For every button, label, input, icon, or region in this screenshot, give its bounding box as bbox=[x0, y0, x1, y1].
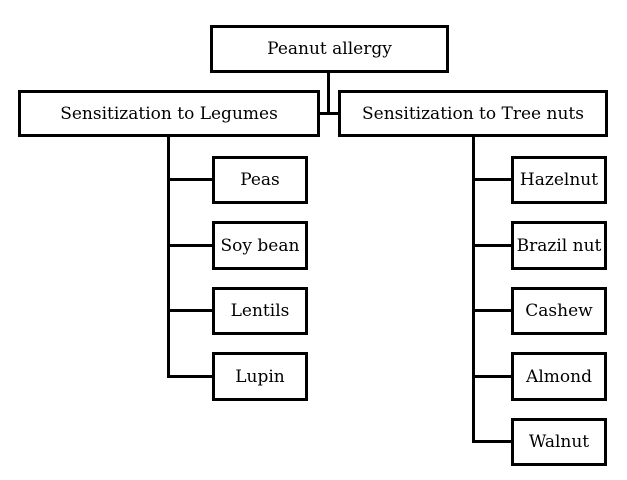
leaf-node-lentils: Lentils bbox=[212, 287, 308, 335]
leaf-node-cashew: Cashew bbox=[511, 287, 607, 335]
leaf-node-almond: Almond bbox=[511, 352, 607, 401]
connector-treenuts-spine bbox=[472, 136, 475, 443]
connector-treenuts-tick bbox=[472, 309, 512, 312]
branch-node-tree-nuts: Sensitization to Tree nuts bbox=[338, 90, 608, 137]
connector-legumes-spine bbox=[167, 136, 170, 378]
leaf-node-brazil-nut: Brazil nut bbox=[511, 221, 607, 270]
leaf-node-walnut: Walnut bbox=[511, 418, 607, 466]
connector-legumes-tick bbox=[167, 178, 213, 181]
root-node-peanut-allergy: Peanut allergy bbox=[210, 25, 449, 73]
leaf-node-hazelnut: Hazelnut bbox=[511, 156, 607, 204]
leaf-node-soy-bean: Soy bean bbox=[212, 221, 308, 270]
branch-node-legumes: Sensitization to Legumes bbox=[18, 90, 320, 137]
leaf-node-lupin: Lupin bbox=[212, 352, 308, 401]
connector-branch-link bbox=[320, 112, 338, 115]
connector-root-trunk bbox=[327, 72, 330, 114]
leaf-node-peas: Peas bbox=[212, 156, 308, 204]
connector-legumes-tick bbox=[167, 309, 213, 312]
connector-treenuts-tick bbox=[472, 440, 512, 443]
connector-legumes-tick bbox=[167, 375, 213, 378]
connector-treenuts-tick bbox=[472, 375, 512, 378]
connector-treenuts-tick bbox=[472, 244, 512, 247]
connector-legumes-tick bbox=[167, 244, 213, 247]
connector-treenuts-tick bbox=[472, 178, 512, 181]
